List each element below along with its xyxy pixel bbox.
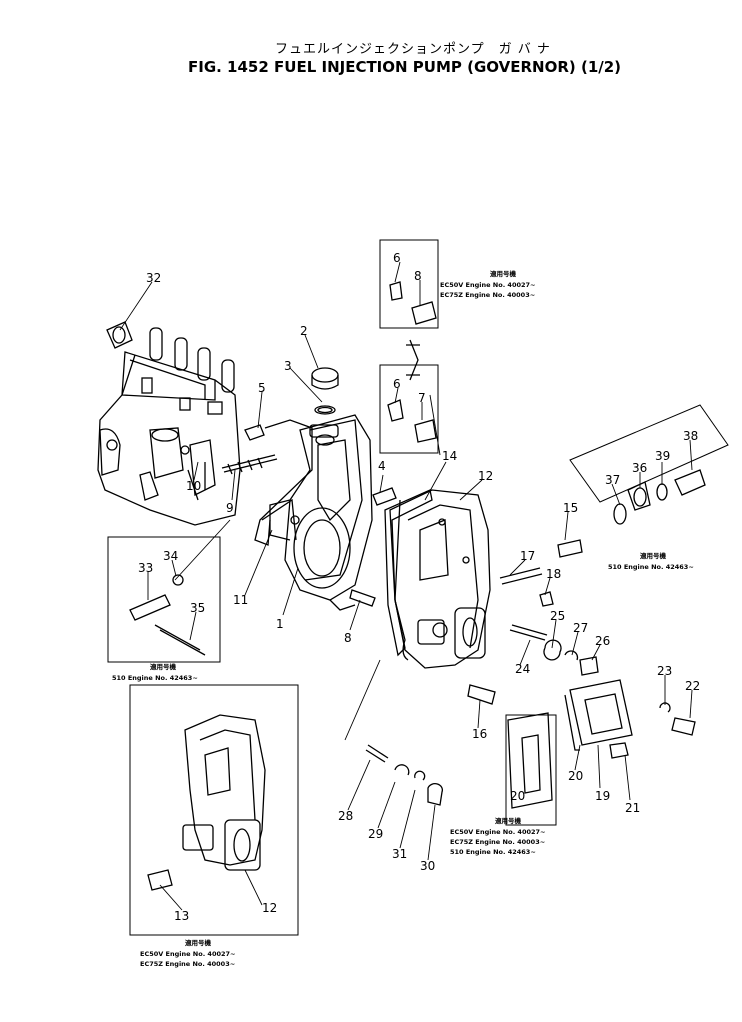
part-number-label: 1 [276, 617, 284, 631]
fastener-parts [147, 424, 696, 891]
note-line: EC75Z Engine No. 40003~ [450, 838, 545, 846]
part-number-label: 20 [568, 769, 583, 783]
part-number-label: 8 [344, 631, 352, 645]
part-number-label: 4 [378, 459, 386, 473]
part-number-label: 8 [414, 269, 422, 283]
part-number-label: 32 [146, 271, 161, 285]
part-number-label: 19 [595, 789, 610, 803]
oil-filler-cap [311, 367, 339, 415]
part-number-label: 31 [392, 847, 407, 861]
note-header: 適用号機 [640, 551, 667, 560]
part-number-labels: 32 2 3 5 9 10 11 1 8 4 14 12 6 8 6 7 15 … [138, 251, 700, 923]
applicability-notes: 適用号機 EC50V Engine No. 40027~ EC75Z Engin… [112, 269, 694, 968]
note-header: 適用号機 [185, 938, 212, 947]
part-number-label: 28 [338, 809, 353, 823]
note-header: 適用号機 [150, 662, 177, 671]
leader-lines [119, 261, 693, 911]
part-number-label: 10 [186, 479, 201, 493]
part-number-label: 23 [657, 664, 672, 678]
part-number-label: 12 [262, 901, 277, 915]
part-number-label: 9 [226, 501, 234, 515]
part-number-label: 3 [284, 359, 292, 373]
part-number-label: 6 [393, 251, 401, 265]
cover-gasket [384, 489, 433, 657]
part-number-label: 2 [300, 324, 308, 338]
part-number-label: 38 [683, 429, 698, 443]
governor-cover [389, 489, 491, 669]
adjusting-screw-parts [613, 469, 706, 525]
part-number-label: 29 [368, 827, 383, 841]
part-number-label: 37 [605, 473, 620, 487]
part-number-label: 34 [163, 549, 178, 563]
part-number-label: 35 [190, 601, 205, 615]
governor-housing [254, 414, 373, 611]
part-number-label: 21 [625, 801, 640, 815]
inset-cover-alt [182, 714, 266, 871]
part-number-label: 14 [442, 449, 457, 463]
figure-title: FIG. 1452 FUEL INJECTION PUMP (GOVERNOR)… [188, 58, 622, 76]
inspection-cover-plate [564, 679, 633, 751]
part-number-label: 30 [420, 859, 435, 873]
part-number-label: 6 [393, 377, 401, 391]
note-line: 510 Engine No. 42463~ [450, 848, 536, 856]
part-number-label: 39 [655, 449, 670, 463]
injection-pump-assembly [97, 321, 241, 526]
part-number-label: 33 [138, 561, 153, 575]
note-line: EC50V Engine No. 40027~ [140, 950, 236, 958]
part-number-label: 13 [174, 909, 189, 923]
part-number-label: 20 [510, 789, 525, 803]
note-line: EC75Z Engine No. 40003~ [140, 960, 235, 968]
part-number-label: 11 [233, 593, 248, 607]
note-line: 510 Engine No. 42463~ [608, 563, 694, 571]
part-number-label: 7 [418, 391, 426, 405]
part-number-label: 5 [258, 381, 266, 395]
part-number-label: 12 [478, 469, 493, 483]
part-number-label: 24 [515, 662, 530, 676]
callout-boxes [107, 239, 729, 936]
note-line: EC50V Engine No. 40027~ [440, 281, 536, 289]
spring-link-parts [129, 574, 206, 656]
note-header: 適用号機 [490, 269, 517, 278]
figure-title-japanese: フュエルインジェクションポンプ ガ バ ナ [275, 42, 551, 57]
note-line: EC75Z Engine No. 40003~ [440, 291, 535, 299]
part-number-label: 18 [546, 567, 561, 581]
note-header: 適用号機 [495, 816, 522, 825]
part-number-label: 27 [573, 621, 588, 635]
part-number-label: 26 [595, 634, 610, 648]
part-number-label: 17 [520, 549, 535, 563]
part-number-label: 22 [685, 679, 700, 693]
part-number-label: 15 [563, 501, 578, 515]
note-line: 510 Engine No. 42463~ [112, 674, 198, 682]
part-number-label: 16 [472, 727, 487, 741]
note-line: EC50V Engine No. 40027~ [450, 828, 546, 836]
part-number-label: 36 [632, 461, 647, 475]
small-plates [387, 281, 437, 443]
part-number-label: 25 [550, 609, 565, 623]
